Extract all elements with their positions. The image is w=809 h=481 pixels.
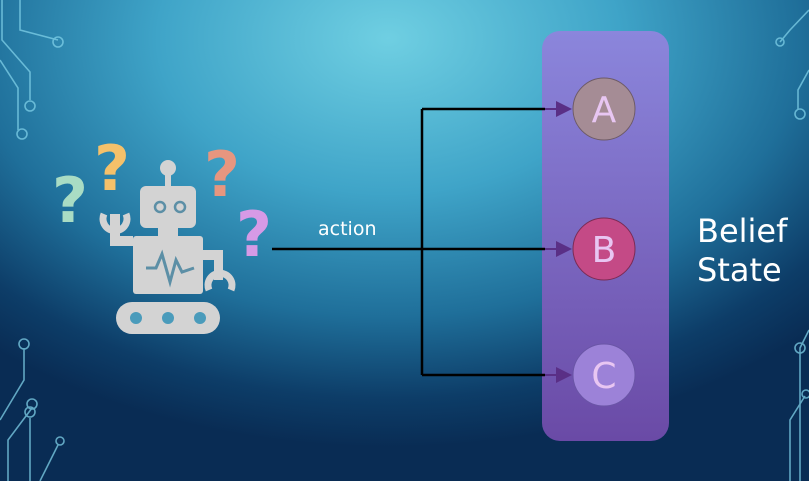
state-node-a [572, 77, 636, 141]
question-mark-icon: ? [236, 198, 272, 271]
belief-label-line2: State [697, 251, 782, 289]
state-node-c [572, 343, 636, 407]
state-label-b: B [592, 230, 617, 271]
belief-label-line1: Belief [697, 212, 788, 250]
action-label: action [318, 218, 377, 240]
state-node-b [572, 217, 636, 281]
question-mark-icon: ? [52, 164, 88, 237]
question-mark-icon: ? [204, 138, 240, 211]
question-mark-icon: ? [94, 132, 130, 205]
state-label-c: C [591, 356, 616, 397]
action-connector [272, 107, 545, 377]
state-label-a: A [592, 90, 617, 131]
belief-state-label: Belief State [697, 212, 787, 290]
